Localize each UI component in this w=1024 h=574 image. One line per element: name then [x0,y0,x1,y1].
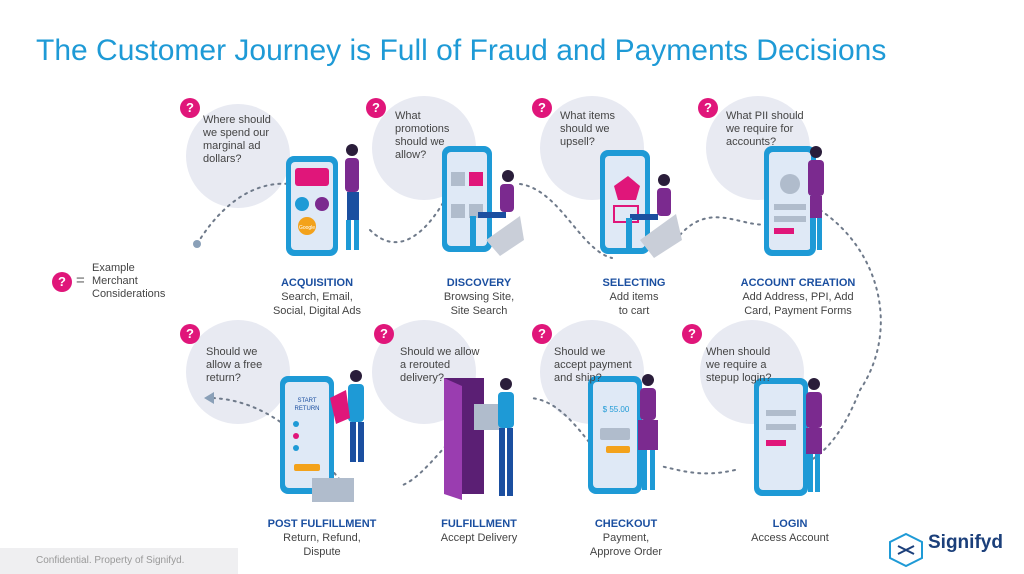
question-discovery: What promotions should we allow? [395,110,450,161]
footer-bar [0,548,238,574]
stage-account-creation: ACCOUNT CREATION Add Address, PPI, Add C… [708,276,888,318]
stage-desc: Browsing Site, Site Search [443,291,515,317]
footer-confidential: Confidential. Property of Signifyd. [36,555,185,566]
question-badge-selecting: ? [532,98,552,118]
person-selecting [626,174,682,258]
stage-title: CHECKOUT [594,518,658,530]
legend-equals: = [76,272,85,289]
question-acquisition: Where should we spend our marginal ad do… [203,114,271,165]
phone-discovery [442,146,492,252]
question-badge-post-fulfillment: ? [180,324,200,344]
question-badge-acquisition: ? [180,98,200,118]
legend-text: Example Merchant Considerations [92,262,166,300]
stage-post-fulfillment: POST FULFILLMENT Return, Refund, Dispute [232,517,412,559]
question-selecting: What items should we upsell? [560,110,616,148]
stage-selecting: SELECTING Add items to cart [544,276,724,318]
return-box [312,478,354,502]
phone-acquisition: Google [286,156,338,256]
stage-acquisition: ACQUISITION Search, Email, Social, Digit… [227,276,407,318]
stage-fulfillment: FULFILLMENT Accept Delivery [389,517,569,545]
person-login [806,378,822,492]
person-checkout [638,374,658,490]
signifyd-logo-text: Signifyd [928,532,1003,553]
stage-title: FULFILLMENT [441,518,517,530]
question-bubble-post-fulfillment [186,320,290,424]
question-badge-checkout: ? [532,324,552,344]
stage-desc: Search, Email, Social, Digital Ads [272,291,362,317]
stage-title: POST FULFILLMENT [267,518,377,530]
return-title-line1: START [297,398,316,404]
stage-desc: Accept Delivery [440,532,518,544]
phone-checkout: $ 55.00 [588,376,642,494]
person-acquisition [345,144,359,250]
person-post-fulfillment [330,370,364,462]
question-badge-fulfillment: ? [374,324,394,344]
question-badge-account-creation: ? [698,98,718,118]
stage-desc: Add Address, PPI, Add Card, Payment Form… [742,291,854,317]
path-start-dot [193,240,201,248]
question-fulfillment: Should we allow a rerouted delivery? [400,346,480,384]
phone-account-creation [764,146,816,256]
stage-title: DISCOVERY [446,277,512,289]
question-badge-login: ? [682,324,702,344]
stage-title: SELECTING [602,277,666,289]
path-end-arrow [204,392,214,404]
phone-post-fulfillment: START RETURN [280,376,334,494]
stage-desc: Return, Refund, Dispute [283,532,361,558]
journey-path [196,182,882,487]
signifyd-logo-icon [889,532,923,568]
stage-checkout: CHECKOUT Payment, Approve Order [536,517,716,559]
person-fulfillment [498,378,514,496]
person-account-creation [808,146,824,250]
legend-badge: ? [52,272,72,292]
stage-desc: Payment, Approve Order [589,532,663,558]
question-bubble-acquisition [186,104,290,208]
phone-selecting [600,150,650,254]
question-checkout: Should we accept payment and ship? [554,346,632,384]
stage-login: LOGIN Access Account [700,517,880,545]
stage-desc: Add items to cart [609,291,659,317]
door-fulfillment [444,378,502,500]
page-title: The Customer Journey is Full of Fraud an… [36,34,887,67]
stage-title: ACCOUNT CREATION [740,277,856,289]
question-post-fulfillment: Should we allow a free return? [206,346,263,384]
phone-login [754,378,808,496]
question-login: When should we require a stepup login? [706,346,772,384]
checkout-price: $ 55.00 [603,405,630,414]
google-label: Google [299,225,315,231]
return-title-line2: RETURN [295,406,320,412]
stage-title: LOGIN [772,518,808,530]
stage-desc: Access Account [751,532,829,544]
person-discovery [470,170,524,256]
stage-title: ACQUISITION [280,277,354,289]
question-account-creation: What PII should we require for accounts? [726,110,804,148]
question-badge-discovery: ? [366,98,386,118]
stage-discovery: DISCOVERY Browsing Site, Site Search [389,276,569,318]
